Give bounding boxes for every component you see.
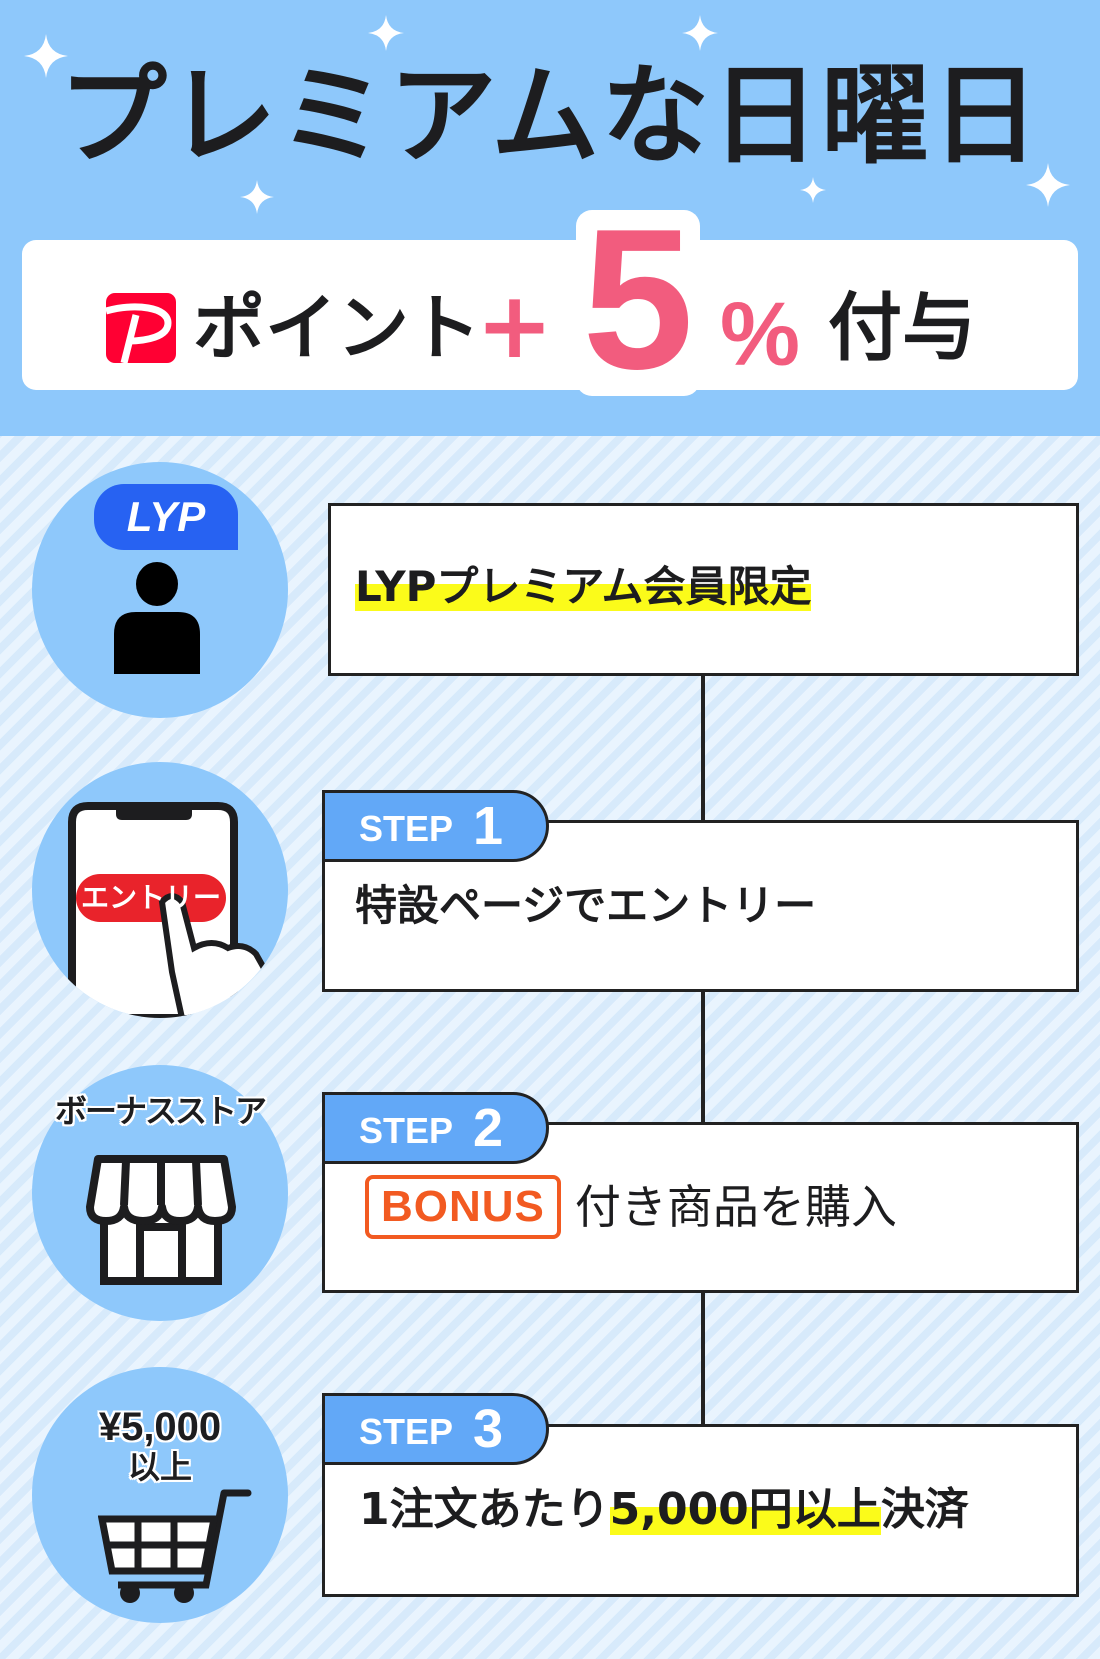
bonus-store-circle: ボーナスストア	[32, 1065, 288, 1321]
promo-point-label: ポイント	[193, 286, 482, 370]
shopping-cart-icon	[98, 1489, 252, 1603]
entry-circle: エントリー	[32, 762, 288, 1018]
user-icon	[114, 562, 200, 674]
min-amount-label: ¥5,000	[98, 1405, 222, 1449]
promo-plus: +	[476, 272, 554, 379]
step-3-tab: STEP 3	[322, 1393, 549, 1465]
promo-suffix: 付与	[828, 285, 976, 371]
bonus-badge: BONUS	[365, 1175, 561, 1239]
step-3-text-suffix: 決済	[880, 1484, 969, 1535]
promo-box	[22, 240, 1078, 390]
flow-connector	[701, 1293, 705, 1427]
store-icon	[86, 1155, 236, 1285]
paypay-logo-icon	[106, 293, 176, 363]
header-banner: プレミアムな日曜日 ポイント + 5 % 付与	[0, 0, 1100, 436]
promo-rate: 5	[582, 188, 694, 411]
smartphone-tap-icon	[68, 802, 288, 1018]
flow-connector	[701, 992, 705, 1126]
entry-button-label: エントリー	[80, 881, 221, 914]
step-1-tab: STEP 1	[322, 790, 549, 862]
step-2-tab: STEP 2	[322, 1092, 549, 1164]
min-amount-suffix: 以上	[127, 1448, 192, 1486]
lyp-badge: LYP	[94, 484, 238, 550]
step-1-text: 特設ページでエントリー	[355, 881, 817, 930]
page-title: プレミアムな日曜日	[58, 54, 1042, 179]
step-2-text: 付き商品を購入	[574, 1180, 897, 1234]
min-purchase-circle: ¥5,000 以上	[32, 1367, 288, 1623]
promo-rate-backdrop	[576, 210, 700, 396]
step-3-text-highlight: 5,000円以上	[609, 1484, 881, 1535]
promo-percent: %	[720, 285, 801, 385]
requirement-text: LYPプレミアム会員限定	[355, 562, 812, 611]
step-3-text-prefix: 1注文あたり	[359, 1484, 610, 1535]
bonus-store-label: ボーナスストア	[54, 1092, 267, 1130]
step-requirement-box: LYPプレミアム会員限定	[328, 503, 1079, 676]
lyp-member-circle: LYP	[32, 462, 288, 718]
flow-connector	[701, 676, 705, 824]
